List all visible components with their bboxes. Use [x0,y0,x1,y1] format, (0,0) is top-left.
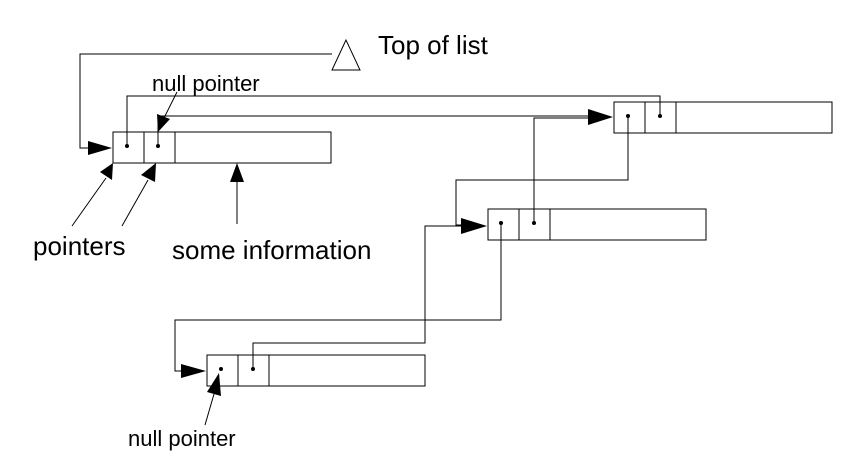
triangle-icon [331,38,361,71]
top-of-list-pointer [79,53,332,155]
null-pointer-top-arrow [157,91,178,132]
link-node3-to-node2 [533,117,590,223]
link-node4-to-node3 [252,225,462,369]
null-pointer-bottom-arrow [204,373,221,426]
node-4 [206,354,426,387]
link-node3-to-node4 [174,223,502,378]
pointers-arrow-1 [71,163,113,227]
node-2 [613,101,833,134]
pointers-label: pointers [33,231,126,261]
link-node1-to-node2-back [126,95,661,146]
node-3 [487,208,707,241]
pointers-arrow-2 [121,163,156,227]
null-pointer-bottom-label: null pointer [128,426,236,451]
null-pointer-top-label: null pointer [152,71,260,96]
node-1 [112,131,332,164]
link-node2-to-node3 [455,116,629,234]
diagram-title: Top of list [378,30,489,60]
some-information-arrow [230,163,244,224]
some-information-label: some information [172,235,371,265]
